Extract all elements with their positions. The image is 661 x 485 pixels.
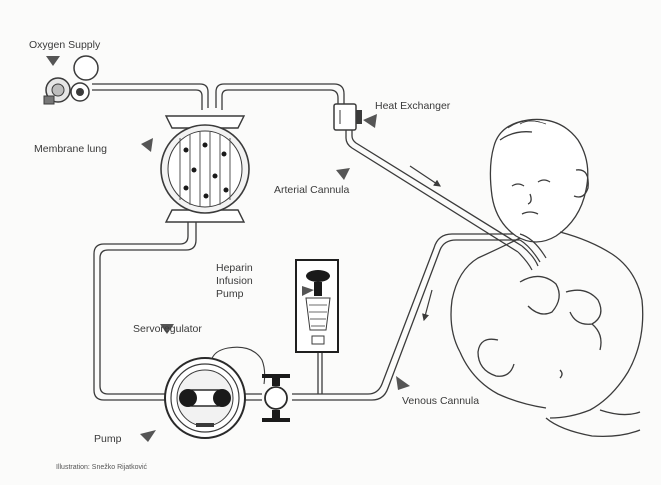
tubing-clamp (262, 374, 290, 422)
label-arterial-cannula: Arterial Cannula (274, 184, 349, 196)
roller-pump (165, 358, 245, 438)
label-pump: Pump (94, 433, 121, 445)
label-heparin-1: Heparin (216, 262, 253, 274)
label-servoregulator: Servoregulator (133, 323, 202, 335)
label-heparin-3: Pump (216, 288, 243, 300)
heparin-infusion-pump (296, 260, 338, 352)
label-heparin-2: Infusion (216, 275, 253, 287)
label-heat-exchanger: Heat Exchanger (375, 100, 450, 112)
membrane-lung (161, 116, 249, 222)
label-oxygen-supply: Oxygen Supply (29, 39, 100, 51)
label-membrane-lung: Membrane lung (34, 143, 107, 155)
illustration-credit: Illustration: Snežko Rijatković (56, 462, 147, 474)
infant-illustration (451, 119, 643, 436)
label-venous-cannula: Venous Cannula (402, 395, 479, 407)
heat-exchanger (334, 104, 362, 130)
